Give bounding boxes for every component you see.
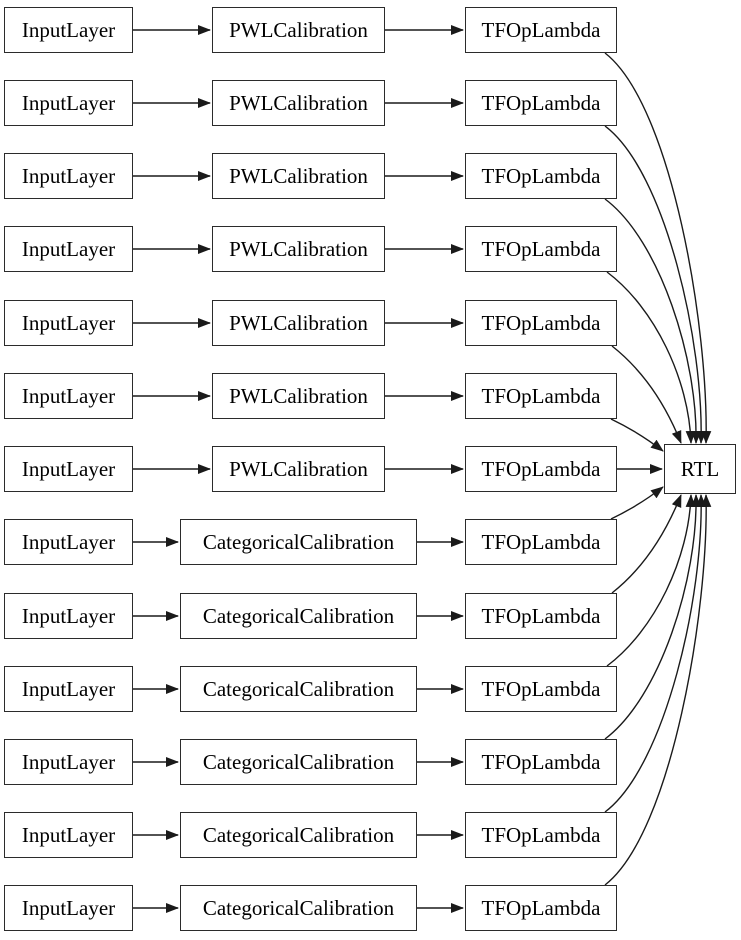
tfoplambda-node: TFOpLambda — [465, 519, 617, 565]
inputlayer-node: InputLayer — [4, 812, 133, 858]
edge-lambda-to-rtl — [604, 125, 707, 444]
tfoplambda-node: TFOpLambda — [465, 666, 617, 712]
edge-lambda-to-rtl — [610, 486, 664, 520]
inputlayer-node: InputLayer — [4, 7, 133, 53]
edge-lambda-to-rtl — [604, 494, 712, 886]
rtl-output-node: RTL — [664, 444, 736, 494]
tfoplambda-node: TFOpLambda — [465, 739, 617, 785]
inputlayer-node: InputLayer — [4, 593, 133, 639]
inputlayer-node: InputLayer — [4, 373, 133, 419]
edge-lambda-to-rtl — [604, 198, 702, 444]
inputlayer-node: InputLayer — [4, 300, 133, 346]
edge-lambda-to-rtl — [604, 52, 712, 444]
edge-lambda-to-rtl — [606, 271, 696, 444]
edge-lambda-to-rtl — [606, 494, 696, 667]
tfoplambda-node: TFOpLambda — [465, 446, 617, 492]
inputlayer-node: InputLayer — [4, 666, 133, 712]
categoricalcalibration-node: CategoricalCalibration — [180, 739, 417, 785]
tfoplambda-node: TFOpLambda — [465, 885, 617, 931]
edge-lambda-to-rtl — [611, 494, 682, 594]
categoricalcalibration-node: CategoricalCalibration — [180, 885, 417, 931]
categoricalcalibration-node: CategoricalCalibration — [180, 812, 417, 858]
tfoplambda-node: TFOpLambda — [465, 226, 617, 272]
pwlcalibration-node: PWLCalibration — [212, 153, 385, 199]
tfoplambda-node: TFOpLambda — [465, 80, 617, 126]
pwlcalibration-node: PWLCalibration — [212, 80, 385, 126]
tfoplambda-node: TFOpLambda — [465, 593, 617, 639]
pwlcalibration-node: PWLCalibration — [212, 446, 385, 492]
tfoplambda-node: TFOpLambda — [465, 812, 617, 858]
categoricalcalibration-node: CategoricalCalibration — [180, 666, 417, 712]
tfoplambda-node: TFOpLambda — [465, 300, 617, 346]
pwlcalibration-node: PWLCalibration — [212, 300, 385, 346]
categoricalcalibration-node: CategoricalCalibration — [180, 593, 417, 639]
edge-lambda-to-rtl — [604, 494, 707, 813]
edge-lambda-to-rtl — [604, 494, 702, 740]
tfoplambda-node: TFOpLambda — [465, 153, 617, 199]
inputlayer-node: InputLayer — [4, 885, 133, 931]
inputlayer-node: InputLayer — [4, 519, 133, 565]
inputlayer-node: InputLayer — [4, 153, 133, 199]
inputlayer-node: InputLayer — [4, 226, 133, 272]
pwlcalibration-node: PWLCalibration — [212, 373, 385, 419]
pwlcalibration-node: PWLCalibration — [212, 7, 385, 53]
pwlcalibration-node: PWLCalibration — [212, 226, 385, 272]
tfoplambda-node: TFOpLambda — [465, 7, 617, 53]
edge-lambda-to-rtl — [610, 418, 664, 452]
edge-lambda-to-rtl — [611, 345, 682, 444]
categoricalcalibration-node: CategoricalCalibration — [180, 519, 417, 565]
tfoplambda-node: TFOpLambda — [465, 373, 617, 419]
inputlayer-node: InputLayer — [4, 739, 133, 785]
inputlayer-node: InputLayer — [4, 446, 133, 492]
inputlayer-node: InputLayer — [4, 80, 133, 126]
